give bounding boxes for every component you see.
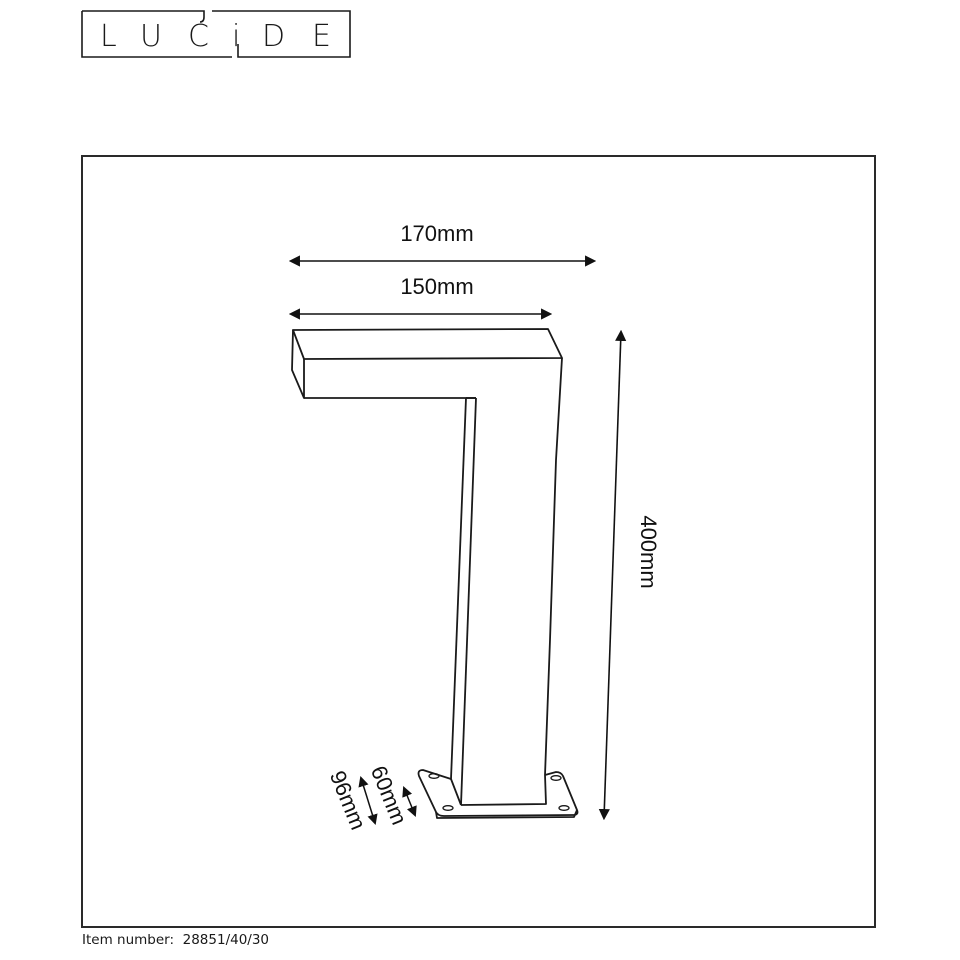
- item-number-label: Item number:: [82, 932, 175, 948]
- dimension-170mm: 170mm: [288, 221, 597, 267]
- brand-logo: L U C i D E: [81, 10, 351, 58]
- drawing-frame: [81, 155, 876, 928]
- logo-letter-i: i: [232, 19, 240, 54]
- svg-text:150mm: 150mm: [400, 274, 473, 299]
- svg-text:96mm: 96mm: [325, 767, 371, 833]
- dimension-400mm: 400mm: [598, 329, 661, 821]
- logo-letter-l: L: [100, 19, 117, 54]
- item-number: Item number: 28851/40/30: [82, 932, 269, 948]
- logo-letter-d: D: [262, 19, 285, 54]
- dimension-96mm: 96mm: [325, 767, 378, 833]
- dimension-150mm: 150mm: [288, 274, 553, 320]
- svg-text:170mm: 170mm: [400, 221, 473, 246]
- logo-letter-c: C: [188, 19, 209, 54]
- item-number-value: 28851/40/30: [182, 932, 270, 948]
- logo-letter-u: U: [140, 19, 162, 54]
- logo-letter-e: E: [312, 19, 331, 54]
- svg-text:400mm: 400mm: [636, 515, 661, 588]
- bollard-lamp-outline: [291, 328, 579, 819]
